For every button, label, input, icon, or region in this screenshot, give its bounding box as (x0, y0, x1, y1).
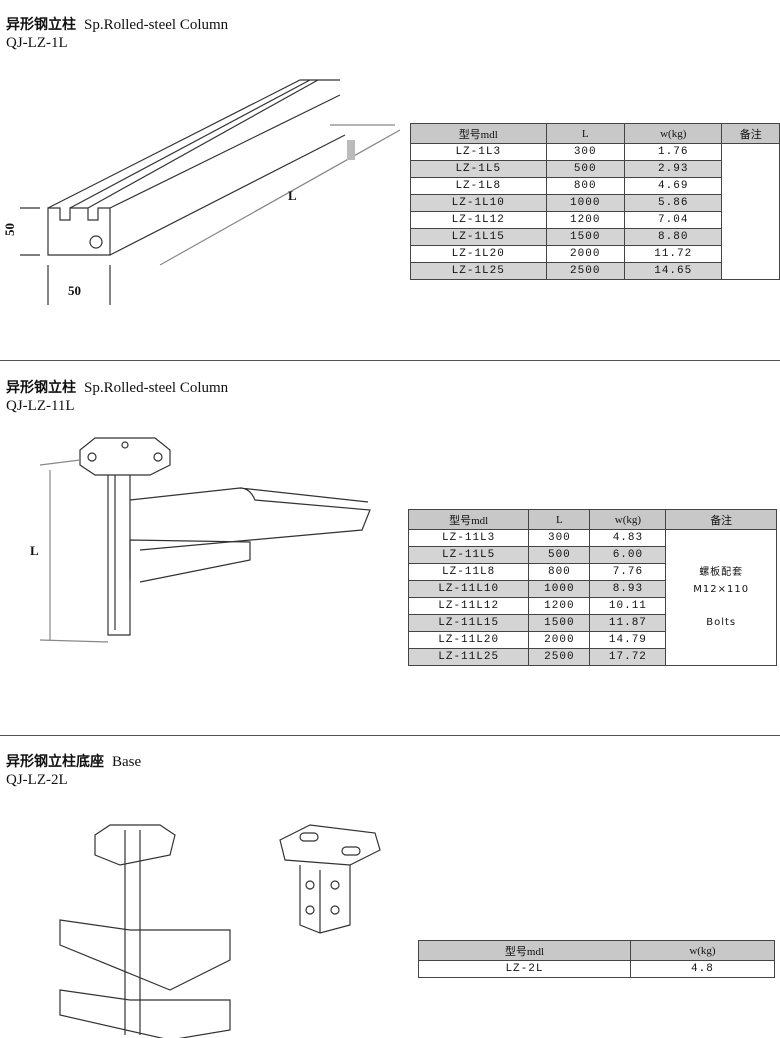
table-cell: 1000 (528, 580, 591, 598)
table-cell: 300 (528, 529, 591, 547)
column-header: 型号mdl (407, 509, 530, 530)
table-cell: LZ-1L10 (410, 194, 547, 212)
table-cell: 1.76 (623, 143, 723, 161)
table-cell: LZ-11L12 (407, 597, 530, 615)
table-cell: 2500 (545, 262, 625, 280)
table-cell: 1200 (528, 597, 591, 615)
column-header: L (545, 123, 625, 144)
table-cell: LZ-1L8 (410, 177, 547, 195)
table-cell: 2500 (528, 648, 591, 666)
table-cell: 6.00 (589, 546, 667, 564)
length-label: L (288, 188, 297, 203)
table-cell: LZ-11L8 (407, 563, 530, 581)
section-1-code: QJ-LZ-1L (6, 35, 68, 51)
table-cell: LZ-11L15 (407, 614, 530, 632)
table-cell: 8.80 (623, 228, 723, 246)
table-cell: LZ-11L10 (407, 580, 530, 598)
table-cell: 7.76 (589, 563, 667, 581)
base-part-drawing (279, 824, 381, 934)
table-cell: LZ-11L25 (407, 648, 530, 666)
table-cell: LZ-11L20 (407, 631, 530, 649)
table-cell: 4.8 (629, 960, 776, 978)
table-cell: 800 (528, 563, 591, 581)
section-2-code: QJ-LZ-11L (6, 398, 75, 414)
column-header: w(kg) (589, 509, 667, 530)
table-cell: LZ-1L20 (410, 245, 547, 263)
table-cell: 14.65 (623, 262, 723, 280)
column-1l-drawing: 50 50 L (2, 79, 400, 305)
table-cell: LZ-1L25 (410, 262, 547, 280)
table-cell: LZ-2L (418, 960, 631, 978)
table-cell: LZ-1L12 (410, 211, 547, 229)
table-cell: 500 (545, 160, 625, 178)
column-11l-drawing: L (30, 437, 371, 643)
length-label: L (30, 543, 39, 558)
remark-line: Bolts (706, 617, 737, 628)
section-3-code: QJ-LZ-2L (6, 772, 68, 788)
divider (0, 735, 780, 736)
table-cell: 1500 (545, 228, 625, 246)
table-cell: 300 (545, 143, 625, 161)
table-cell: LZ-1L3 (410, 143, 547, 161)
table-cell: 4.83 (589, 529, 667, 547)
table-cell: LZ-1L5 (410, 160, 547, 178)
table-cell: 2000 (545, 245, 625, 263)
divider (0, 360, 780, 361)
base-assembly-drawing (59, 824, 231, 1038)
table-cell: 1200 (545, 211, 625, 229)
column-header: 型号mdl (410, 123, 547, 144)
table-cell: 11.72 (623, 245, 723, 263)
width-label: 50 (68, 283, 81, 298)
column-header: w(kg) (629, 940, 776, 961)
table-cell: 1000 (545, 194, 625, 212)
table-cell: 500 (528, 546, 591, 564)
table-cell: 2.93 (623, 160, 723, 178)
table-cell: 14.79 (589, 631, 667, 649)
column-header: w(kg) (623, 123, 723, 144)
remarks-cell (721, 143, 780, 280)
column-header: 备注 (665, 509, 777, 530)
table-cell: 800 (545, 177, 625, 195)
table-cell: 5.86 (623, 194, 723, 212)
table-cell: 2000 (528, 631, 591, 649)
table-cell: 17.72 (589, 648, 667, 666)
table-cell: 4.69 (623, 177, 723, 195)
table-cell: LZ-11L5 (407, 546, 530, 564)
column-header: L (528, 509, 591, 530)
table-cell: LZ-1L15 (410, 228, 547, 246)
table-cell: 7.04 (623, 211, 723, 229)
table-cell: LZ-11L3 (407, 529, 530, 547)
table-cell: 11.87 (589, 614, 667, 632)
height-label: 50 (2, 223, 17, 236)
table-cell: 10.11 (589, 597, 667, 615)
column-header: 型号mdl (418, 940, 631, 961)
remark-line: M12×110 (693, 584, 750, 595)
table-cell: 8.93 (589, 580, 667, 598)
remark-line: 螺板配套 (699, 567, 744, 578)
table-cell: 1500 (528, 614, 591, 632)
column-header: 备注 (721, 123, 780, 144)
